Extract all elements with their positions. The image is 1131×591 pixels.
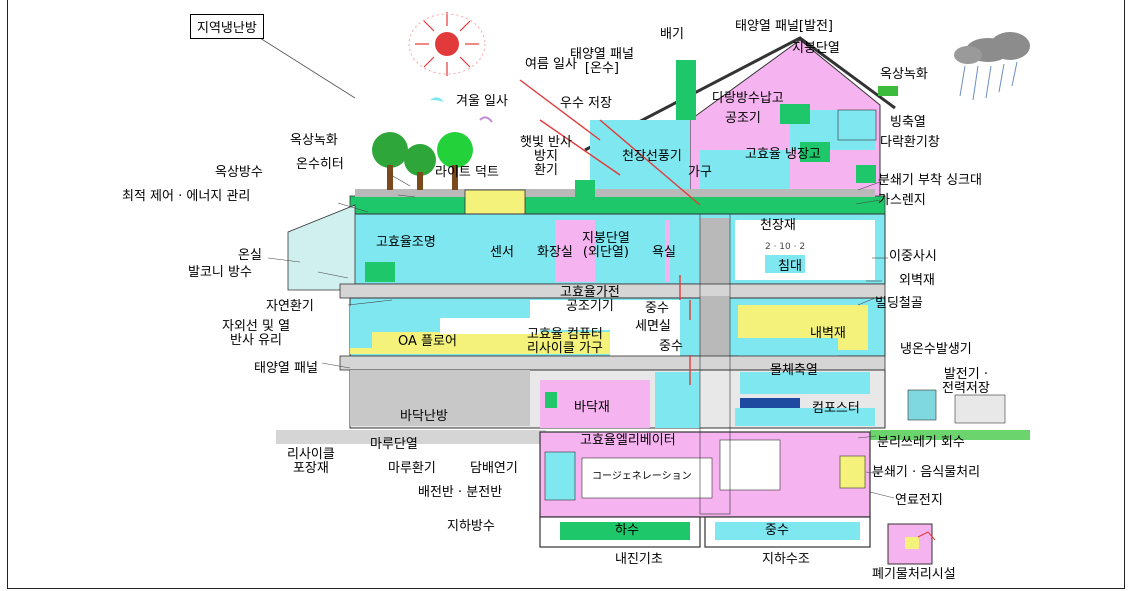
diagram-title: 지역냉난방 [190,14,264,39]
label-ice-storage: 빙축열 [890,115,926,130]
label-roof-insulation-top: 지붕단열 [792,41,840,56]
label-high-eff-fridge: 고효율 냉장고 [745,147,821,162]
label-wall-sign: 2 · 10 · 2 [765,242,806,252]
label-multi-level-storage: 다랑방수납고 [712,91,784,106]
label-solar-hot-water: 태양열 패널 [온수] [570,47,634,76]
label-sunlight-reflection: 햇빛 반사 방지 환기 [520,135,572,178]
label-sensor: 센서 [490,245,514,260]
sun-icon [408,12,486,76]
label-rooftop-greening-right: 옥상녹화 [880,67,928,82]
label-floor-ventilation: 마루환기 [388,461,436,476]
label-rooftop-waterproof: 옥상방수 [215,165,263,180]
label-middle-water-mid: 중수 [659,339,683,354]
label-roof-insulation-mid: 지붕단열 (외단열) [582,231,630,260]
label-floor-heating: 바닥난방 [400,409,448,424]
label-rooftop-greening-left: 옥상녹화 [290,133,338,148]
label-distribution-panel: 배전반 · 분전반 [418,485,503,500]
label-solar-panel: 태양열 패널 [254,361,318,376]
label-middle-water-upper: 중수 [645,301,669,316]
label-hot-water-heater: 온수히터 [296,157,344,172]
label-high-eff-appliances: 고효율가전 공조기기 [560,285,620,314]
label-seismic-foundation: 내진기초 [615,552,663,567]
label-balcony-waterproof: 발코니 방수 [188,265,252,280]
label-floor-insulation: 마루단열 [370,437,418,452]
label-light-duct: 라이트 덕트 [435,165,499,180]
label-bathroom: 욕실 [652,245,676,260]
label-cold-hot-water-gen: 냉온수발생기 [900,342,972,357]
label-disposer-sink: 분쇄기 부착 싱크대 [878,173,982,188]
label-fuel-cell: 연료전지 [895,493,943,508]
label-toilet: 화장실 [537,245,573,260]
label-ceiling-material: 천장재 [760,218,796,233]
label-rainwater-storage: 우수 저장 [560,96,612,111]
label-natural-ventilation: 자연환기 [266,299,314,314]
label-recycle-paving: 리사이클 포장재 [287,447,335,476]
label-washroom: 세면실 [635,319,671,334]
label-underground-tank: 지하수조 [762,552,810,567]
label-gas-range: 가스렌지 [878,193,926,208]
label-floor-material: 바닥재 [574,400,610,415]
label-generator-storage: 발전기 · 전력저장 [942,367,990,396]
label-double-sash: 이중사시 [889,249,937,264]
label-solar-power: 태양열 패널[발전] [735,19,833,34]
label-thermal-storage: 몰체축열 [770,363,818,378]
label-winter-sun: 겨울 일사 [456,94,508,109]
label-exhaust: 배기 [660,27,684,42]
label-exterior-wall: 외벽재 [899,273,935,288]
label-food-waste: 분쇄기 · 음식물처리 [872,465,981,480]
label-air-conditioner: 공조기 [725,111,761,126]
label-high-eff-lighting: 고효율조명 [376,235,436,250]
label-separate-waste: 분리쓰레기 회수 [877,435,965,450]
label-compost: 컴포스터 [812,401,860,416]
label-high-eff-elevator: 고효율엘리베이터 [580,433,676,448]
label-ceiling-fan: 천장선풍기 [622,149,682,164]
label-bed: 침대 [778,259,802,274]
rain-cloud-icon [954,32,1030,101]
label-cogeneration: コージェネレーション [592,471,692,482]
label-optimal-control: 최적 제어 · 에너지 관리 [122,189,251,204]
label-middle-water-low: 중수 [765,523,789,538]
label-oa-floor: OA 플로어 [398,334,457,349]
label-sewage: 하수 [615,523,639,538]
label-uv-glass: 자외선 및 열 반사 유리 [222,319,291,348]
label-smoke-exhaust: 담배연기 [470,461,518,476]
label-waste-facility: 폐기물처리시설 [872,567,956,582]
label-interior-wall: 내벽재 [810,326,846,341]
label-summer-sun: 여름 일사 [525,57,577,72]
label-furniture: 가구 [688,165,712,180]
label-building-steel: 빌딩철골 [875,296,923,311]
figure-frame [7,0,1125,589]
label-basement-waterproof: 지하방수 [447,519,495,534]
label-high-eff-computer: 고효율 컴퓨터 리사이클 가구 [527,327,603,356]
label-greenhouse: 온실 [238,248,262,263]
label-multistage-window: 다락환기창 [880,135,940,150]
